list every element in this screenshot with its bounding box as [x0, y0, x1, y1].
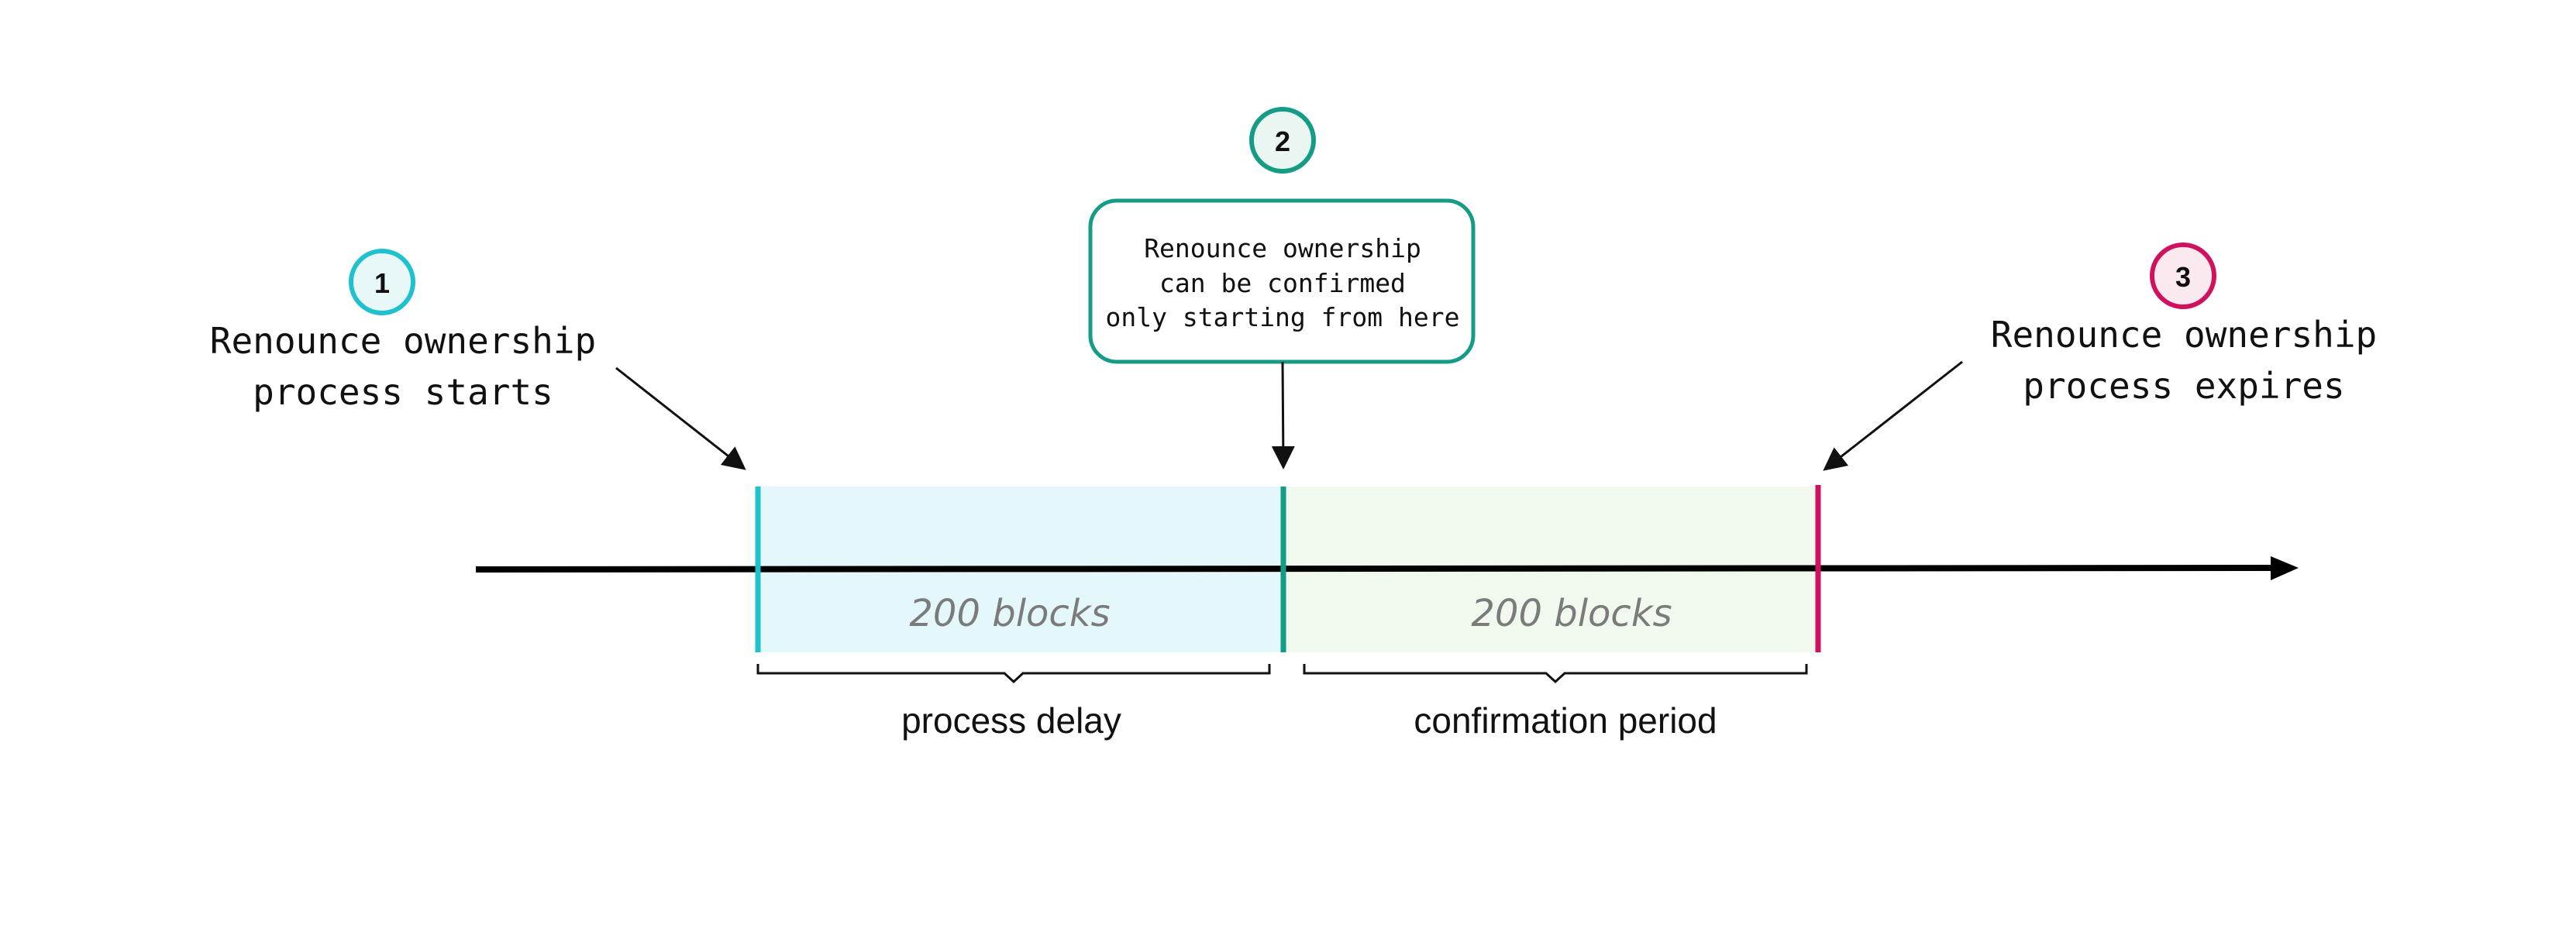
marker-3-label-line-2: process expires	[2023, 365, 2344, 407]
timeline-arrowhead	[2271, 556, 2299, 580]
marker-3-pointer-arrow	[1823, 360, 1963, 471]
marker-1-label-line-1: Renounce ownership	[210, 320, 597, 362]
marker-3-label-line-1: Renounce ownership	[1991, 314, 2378, 356]
marker-2-number: 2	[1275, 126, 1290, 157]
marker-1-badge	[349, 249, 415, 315]
process-delay-label: process delay	[901, 700, 1121, 741]
marker-3-badge	[2150, 242, 2216, 309]
marker-1-pointer-arrow	[615, 366, 746, 470]
marker-1-label-line-2: process starts	[253, 371, 553, 413]
confirmation-period-brace	[1303, 664, 1808, 684]
confirmation-period-label: confirmation period	[1414, 700, 1717, 741]
confirmation-period-blocks-label: 200 blocks	[1471, 592, 1672, 635]
marker-2-label-line-3: only starting from here	[1106, 302, 1460, 332]
marker-2-badge	[1249, 107, 1316, 174]
timeline-axis	[475, 565, 2271, 573]
process-delay-brace	[756, 664, 1271, 684]
marker-1-number: 1	[374, 267, 390, 299]
process-delay-blocks-label: 200 blocks	[909, 592, 1110, 635]
marker-2-label-line-1: Renounce ownership	[1144, 233, 1421, 263]
marker-2-label-line-2: can be confirmed	[1159, 268, 1406, 298]
marker-3-number: 3	[2175, 261, 2191, 293]
marker-2-callout-box	[1088, 198, 1476, 364]
